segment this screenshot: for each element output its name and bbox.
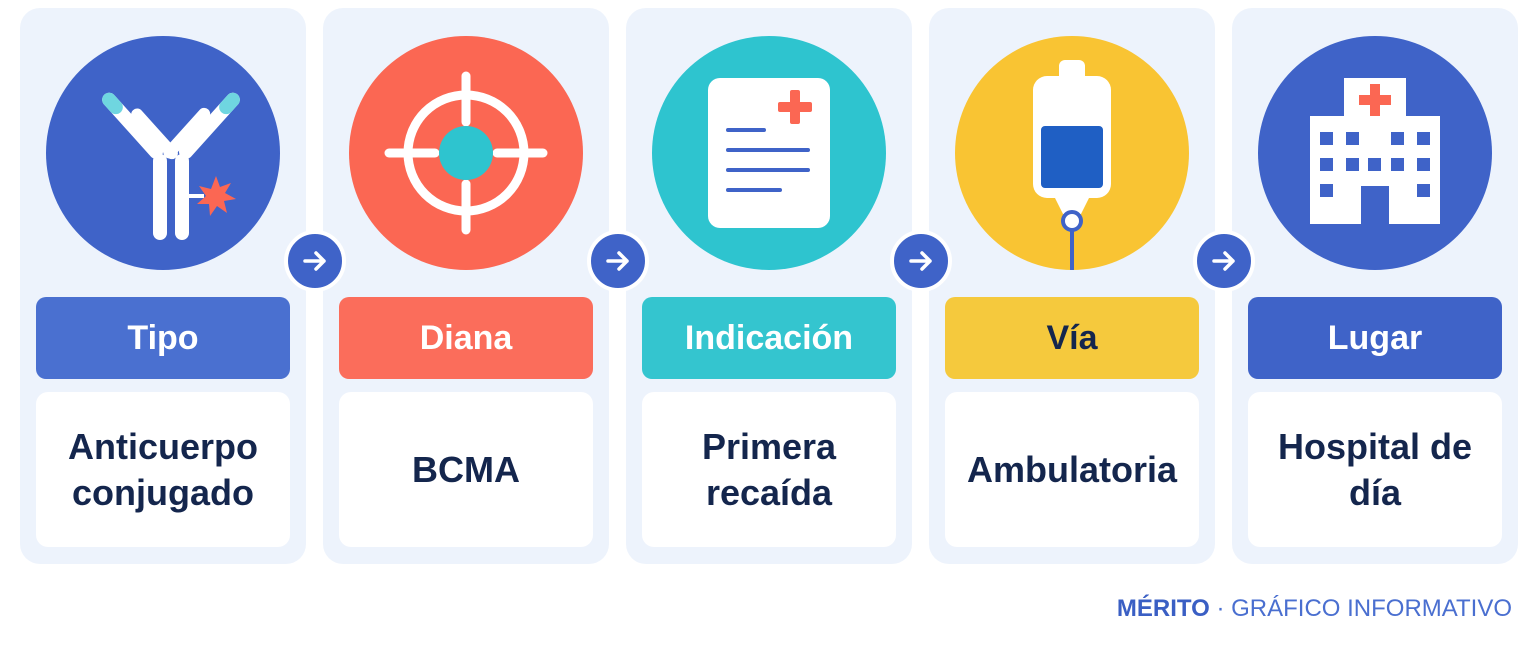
- arrow-right-icon: [1193, 230, 1255, 292]
- step-label: Vía: [1046, 318, 1098, 357]
- arrow-right-icon: [587, 230, 649, 292]
- footer-brand: MÉRITO: [1116, 595, 1210, 622]
- step-label: Lugar: [1327, 318, 1423, 357]
- step-value: Ambulatoria: [966, 448, 1178, 490]
- step-label-bar: Vía: [945, 297, 1199, 379]
- step-value: Hospital de día: [1277, 425, 1473, 513]
- step-panel-lugar: Lugar Hospital de día: [1232, 8, 1518, 564]
- iv-bag-icon: [955, 36, 1189, 270]
- hospital-icon: [1258, 36, 1492, 270]
- step-label-bar: Diana: [339, 297, 593, 379]
- footer-separator: ·: [1216, 595, 1225, 622]
- footer-credit: MÉRITO · GRÁFICO INFORMATIVO: [1117, 595, 1512, 623]
- step-label: Diana: [419, 318, 513, 357]
- step-panel-diana: Diana BCMA: [323, 8, 609, 564]
- step-value-box: BCMA: [339, 392, 593, 547]
- medical-document-icon: [652, 36, 886, 270]
- step-value-box: Ambulatoria: [945, 392, 1199, 547]
- step-value: Primera recaída: [701, 425, 837, 513]
- step-label: Indicación: [684, 318, 854, 357]
- arrow-right-icon: [890, 230, 952, 292]
- step-panel-indicacion: Indicación Primera recaída: [626, 8, 912, 564]
- step-panel-tipo: Tipo Anticuerpo conjugado: [20, 8, 306, 564]
- antibody-icon: [46, 36, 280, 270]
- step-value-box: Primera recaída: [642, 392, 896, 547]
- step-value: BCMA: [412, 448, 520, 490]
- step-value: Anticuerpo conjugado: [67, 425, 258, 513]
- step-panel-via: Vía Ambulatoria: [929, 8, 1215, 564]
- step-label-bar: Indicación: [642, 297, 896, 379]
- target-icon: [349, 36, 583, 270]
- step-value-box: Hospital de día: [1248, 392, 1502, 547]
- arrow-right-icon: [284, 230, 346, 292]
- step-label-bar: Tipo: [36, 297, 290, 379]
- footer-caption: GRÁFICO INFORMATIVO: [1231, 595, 1512, 622]
- step-label-bar: Lugar: [1248, 297, 1502, 379]
- step-value-box: Anticuerpo conjugado: [36, 392, 290, 547]
- step-label: Tipo: [127, 318, 199, 357]
